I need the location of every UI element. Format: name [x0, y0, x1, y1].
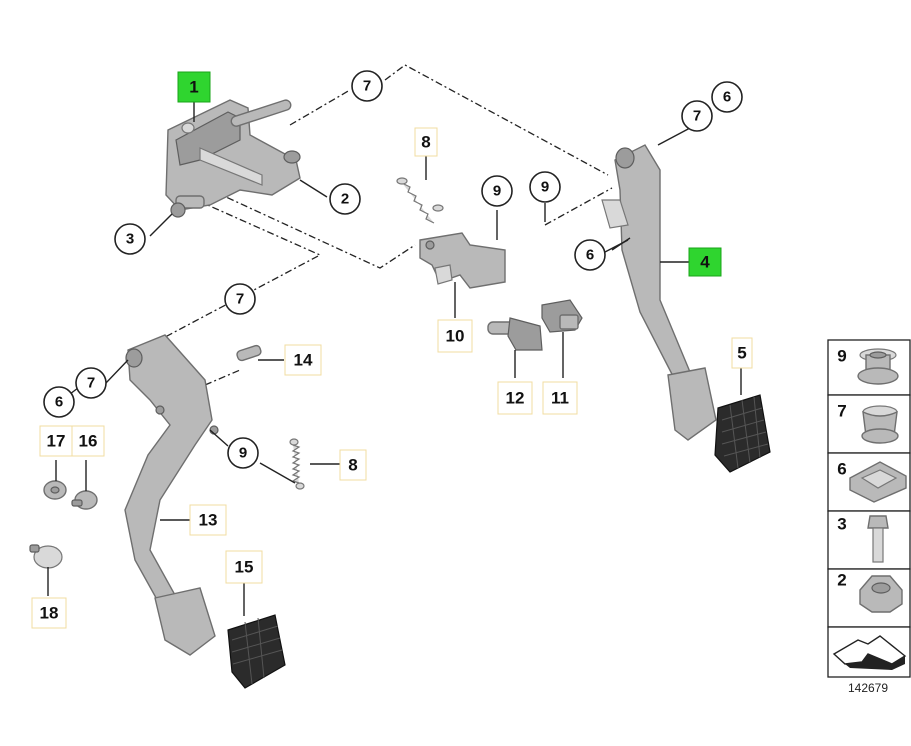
svg-text:11: 11 [551, 389, 569, 408]
svg-text:6: 6 [723, 89, 731, 106]
svg-text:8: 8 [348, 456, 357, 475]
svg-text:5: 5 [737, 344, 746, 363]
label-8-upper: 8 [414, 127, 438, 157]
sleeve-icon [861, 405, 899, 444]
callout-6-right: 6 [574, 239, 606, 271]
clutch-switch [487, 317, 543, 351]
label-12: 12 [497, 381, 533, 415]
label-10: 10 [437, 319, 473, 353]
legend-number-2: 2 [837, 571, 846, 590]
callout-9-left: 9 [227, 437, 259, 469]
label-8-lower: 8 [339, 449, 367, 481]
callout-7-left: 7 [224, 283, 256, 315]
svg-text:9: 9 [239, 445, 247, 462]
legend-number-3: 3 [837, 515, 846, 534]
callout-2: 2 [329, 183, 361, 215]
svg-text:2: 2 [341, 191, 349, 208]
callout-3: 3 [114, 223, 146, 255]
svg-text:7: 7 [87, 375, 95, 392]
callout-7-lower-left: 7 [75, 367, 107, 399]
brake-pedal [601, 144, 717, 441]
svg-text:18: 18 [40, 604, 59, 623]
svg-text:9: 9 [541, 179, 549, 196]
fastener-legend: 9 7 6 3 2 [827, 339, 911, 678]
diagram-id: 142679 [848, 681, 888, 695]
svg-text:4: 4 [700, 253, 710, 272]
clutch-pedal [124, 334, 219, 656]
label-4: 4 [688, 247, 722, 277]
nut-icon [859, 575, 903, 613]
buffer [71, 490, 98, 510]
label-18: 18 [31, 597, 67, 629]
callout-9-center: 9 [481, 175, 513, 207]
callout-6-top-right: 6 [711, 81, 743, 113]
svg-text:8: 8 [421, 133, 430, 152]
svg-text:17: 17 [47, 432, 66, 451]
arrow-icon [832, 635, 907, 670]
svg-text:6: 6 [586, 247, 594, 264]
label-13: 13 [189, 504, 227, 536]
pin [236, 344, 262, 362]
brake-pedal-pad [714, 394, 771, 473]
brake-light-switch [541, 299, 583, 333]
svg-text:1: 1 [189, 78, 198, 97]
svg-text:6: 6 [55, 394, 63, 411]
svg-text:3: 3 [126, 231, 134, 248]
callout-6-left: 6 [43, 386, 75, 418]
legend-number-6: 6 [837, 460, 846, 479]
bushing-icon [857, 348, 899, 385]
leader-lines [47, 102, 742, 616]
washer-nut [43, 480, 67, 500]
return-spring-upper [396, 177, 444, 224]
legend-number-9: 9 [837, 347, 846, 366]
svg-text:14: 14 [294, 351, 313, 370]
label-1: 1 [177, 71, 211, 103]
svg-text:10: 10 [446, 327, 465, 346]
label-15: 15 [225, 550, 263, 584]
legend-number-7: 7 [837, 402, 846, 421]
clutch-pedal-pad [227, 614, 286, 689]
pedal-bracket [165, 99, 301, 218]
clip-icon [849, 461, 907, 503]
label-16: 16 [71, 425, 105, 457]
label-14: 14 [284, 344, 322, 376]
label-5: 5 [731, 337, 753, 369]
svg-text:7: 7 [693, 108, 701, 125]
callout-7-top: 7 [351, 70, 383, 102]
assembly-lines [149, 64, 613, 386]
svg-text:16: 16 [79, 432, 98, 451]
svg-text:7: 7 [363, 78, 371, 95]
svg-text:7: 7 [236, 291, 244, 308]
svg-text:9: 9 [493, 183, 501, 200]
svg-text:13: 13 [199, 511, 218, 530]
stopper [29, 544, 63, 569]
switch-bracket [419, 232, 506, 289]
return-spring-lower [289, 438, 305, 490]
bolt-icon [867, 515, 889, 563]
svg-text:15: 15 [235, 558, 254, 577]
label-11: 11 [542, 381, 578, 415]
callout-9-right: 9 [529, 171, 561, 203]
label-17: 17 [39, 425, 73, 457]
callout-7-right: 7 [681, 100, 713, 132]
svg-text:12: 12 [506, 389, 525, 408]
